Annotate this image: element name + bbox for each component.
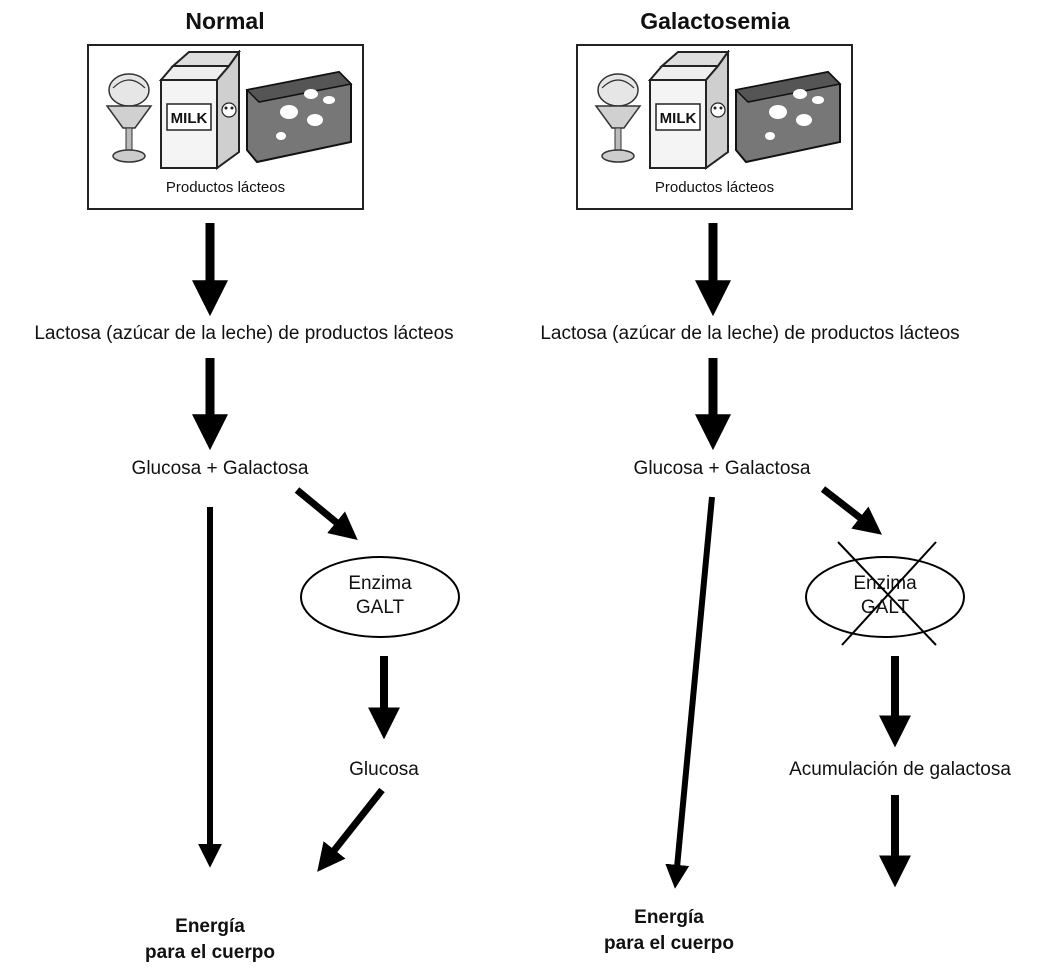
normal-energy-label: Energía para el cuerpo bbox=[145, 916, 275, 963]
galactosemia-box-caption: Productos lácteos bbox=[654, 179, 775, 196]
galt-enzyme-ellipse-normal bbox=[300, 556, 460, 638]
dairy-products-illustration: MILK bbox=[105, 50, 353, 170]
galactosemia-dairy-box: MILK Productos lácteos bbox=[576, 44, 853, 210]
normal-glucose-galactose-label: Glucosa + Galactosa bbox=[131, 458, 309, 479]
galactosemia-lactose-label: Lactosa (azúcar de la leche) de producto… bbox=[540, 323, 960, 344]
normal-glucose-label: Glucosa bbox=[349, 759, 419, 780]
normal-box-caption: Productos lácteos bbox=[165, 179, 286, 196]
galactosemia-enzyme-label: Enzima GALT bbox=[853, 573, 917, 618]
milk-carton-icon: MILK bbox=[158, 50, 241, 170]
svg-text:MILK: MILK bbox=[660, 110, 697, 127]
galactosemia-title: Galactosemia bbox=[640, 8, 790, 34]
cheese-wedge-icon bbox=[734, 70, 842, 164]
milk-carton-icon: MILK bbox=[647, 50, 730, 170]
dairy-products-illustration: MILK bbox=[594, 50, 842, 170]
arrow-galactose-to-enzyme-normal bbox=[294, 487, 358, 541]
cheese-wedge-icon bbox=[245, 70, 353, 164]
ice-cream-sundae-icon bbox=[105, 73, 153, 163]
galactosemia-glucose-galactose-label: Glucosa + Galactosa bbox=[633, 458, 811, 479]
svg-text:MILK: MILK bbox=[171, 110, 208, 127]
galactosemia-accumulation-label: Acumulación de galactosa bbox=[789, 759, 1011, 780]
arrow-galactose-to-enzyme-galactosemia bbox=[820, 486, 882, 535]
normal-enzyme-label: Enzima GALT bbox=[348, 573, 412, 618]
arrow-glucose-to-energy-galactosemia bbox=[665, 496, 715, 889]
galactosemia-energy-label: Energía para el cuerpo bbox=[604, 907, 734, 954]
normal-title: Normal bbox=[185, 8, 265, 34]
ice-cream-sundae-icon bbox=[594, 73, 642, 163]
arrow-glucose-to-energy-diag-normal bbox=[317, 787, 385, 872]
normal-lactose-label: Lactosa (azúcar de la leche) de producto… bbox=[34, 323, 454, 344]
normal-dairy-box: MILK Productos lácteos bbox=[87, 44, 364, 210]
